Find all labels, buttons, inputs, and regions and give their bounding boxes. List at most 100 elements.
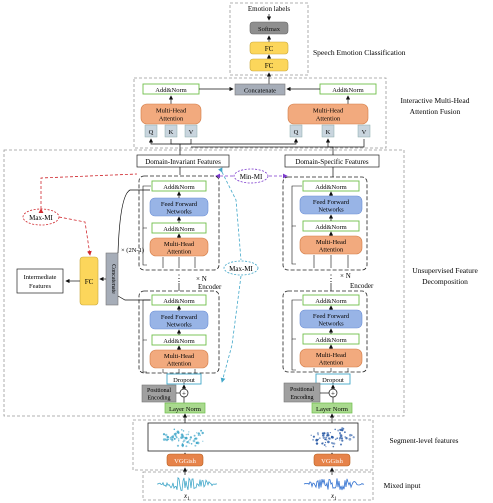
fusion-mha-left-line1: Multi-Head — [156, 108, 187, 115]
right-ellipsis: ⋮ — [327, 273, 336, 283]
left-encoder-label: Encoder — [198, 283, 222, 291]
domain-invariant-box — [136, 154, 230, 168]
scatter-dot — [195, 441, 198, 445]
v-label-left: V — [189, 129, 194, 136]
scatter-dot — [183, 437, 185, 439]
scatter-dot — [164, 433, 168, 437]
scatter-dot — [162, 438, 166, 441]
left-upper-mha-line2: Attention — [167, 249, 192, 256]
left-positional-line1: Positional — [147, 388, 171, 394]
fusion-mha-right — [287, 103, 369, 125]
scatter-dot — [182, 430, 185, 432]
right-lower-ffn-line1: Feed Forward — [313, 313, 350, 320]
scatter-dot — [180, 428, 183, 431]
scatter-dot — [318, 437, 321, 439]
right-encoder-upper-frame — [282, 176, 368, 271]
input-label-left: x1 — [183, 492, 190, 502]
min-mi-label: Min-MI — [240, 173, 263, 181]
scatter-dot — [352, 436, 355, 439]
right-lower-add-norm-top — [302, 294, 360, 306]
decomposition-frame — [3, 149, 405, 417]
scatter-dot — [326, 433, 330, 437]
label-mixed-input: Mixed input — [384, 481, 422, 490]
label-speech-emotion-classification: Speech Emotion Classification — [313, 48, 406, 57]
scatter-dot — [199, 434, 201, 437]
vertical-concatenate-label: Concatenate — [110, 264, 116, 294]
scatter-dot — [339, 437, 341, 440]
scatter-dot — [344, 431, 346, 434]
scatter-dot — [339, 439, 341, 441]
scatter-dot — [182, 440, 185, 443]
fc-block-lower — [249, 58, 289, 72]
scatter-dot — [189, 436, 193, 439]
domain-specific-box — [284, 154, 380, 168]
scatter-dot — [166, 435, 170, 439]
left-times-n: × N — [196, 275, 207, 283]
left-lower-ffn-line1: Feed Forward — [161, 314, 198, 321]
k-box-left — [164, 124, 178, 138]
scatter-dot — [312, 435, 315, 438]
scatter-dot — [333, 442, 336, 445]
vggish-left-label: VGGish — [174, 458, 196, 465]
label-unsupervised-1: Unsupervised Feature — [412, 266, 478, 275]
left-dropout-box — [166, 373, 202, 385]
scatter-dot — [180, 433, 183, 436]
scatter-dot — [324, 441, 327, 444]
left-lower-add-norm-top — [151, 294, 207, 306]
scatter-dot — [349, 433, 352, 437]
scatter-dot — [322, 434, 325, 437]
left-lower-mha-line1: Multi-Head — [164, 353, 195, 360]
right-dropout-label: Dropout — [322, 377, 344, 384]
right-upper-mha-line1: Multi-Head — [316, 239, 347, 246]
v-box-left — [184, 124, 198, 138]
scatter-dot — [332, 445, 335, 448]
scatter-dot — [197, 434, 200, 437]
scatter-dot — [334, 428, 336, 431]
scatter-dot — [190, 443, 193, 445]
scatter-dot — [201, 431, 204, 435]
scatter-dot — [197, 432, 201, 435]
scatter-dot — [167, 438, 169, 441]
scatter-dot — [340, 436, 343, 439]
label-interactive-fusion-2: Attention Fusion — [410, 107, 461, 116]
scatter-dot — [345, 437, 348, 440]
concatenate-block — [234, 83, 286, 96]
input-frame — [142, 471, 374, 501]
scatter-dot — [334, 438, 337, 441]
scatter-dot — [323, 444, 326, 446]
waveform-path — [303, 478, 365, 491]
right-lower-add-norm-top-label: Add&Norm — [315, 298, 346, 305]
label-segment-level: Segment-level features — [390, 436, 459, 445]
scatter-dot — [174, 432, 177, 436]
right-encoder-label: Encoder — [350, 282, 374, 290]
scatter-dot — [348, 437, 352, 441]
right-upper-add-norm-top-label: Add&Norm — [315, 184, 346, 191]
left-upper-ffn-line1: Feed Forward — [161, 201, 198, 208]
max-mi-ellipse-right — [223, 260, 259, 276]
v-box-right — [357, 124, 371, 138]
intermediate-features-line2: Features — [29, 283, 51, 290]
vggish-right-block — [313, 453, 351, 467]
right-encoder-lower-frame — [282, 290, 368, 373]
scatter-dot — [176, 444, 180, 447]
fusion-mha-left-line2: Attention — [159, 116, 184, 123]
right-upper-add-norm-top — [302, 180, 360, 192]
scatter-dot — [202, 440, 204, 442]
left-upper-add-norm-top-label: Add&Norm — [163, 184, 194, 191]
left-upper-add-norm-mid-label: Add&Norm — [163, 226, 194, 233]
right-plus: + — [331, 390, 335, 398]
scatter-dot — [336, 437, 339, 439]
scatter-dot — [323, 431, 326, 435]
fusion-add-norm-right-label: Add&Norm — [332, 87, 363, 94]
right-lower-ffn-line2: Networks — [318, 321, 344, 328]
domain-specific-label: Domain-Specific Features — [295, 158, 369, 166]
scatter-dot — [340, 439, 344, 442]
right-upper-mha-line2: Attention — [319, 247, 344, 254]
right-lower-add-norm-mid-label: Add&Norm — [315, 337, 346, 344]
right-positional-box — [283, 382, 321, 403]
scatter-dot — [185, 437, 187, 439]
scatter-dot — [173, 433, 176, 435]
scatter-dot — [196, 432, 198, 434]
vggish-left-block — [166, 453, 204, 467]
scatter-dot — [189, 438, 192, 441]
